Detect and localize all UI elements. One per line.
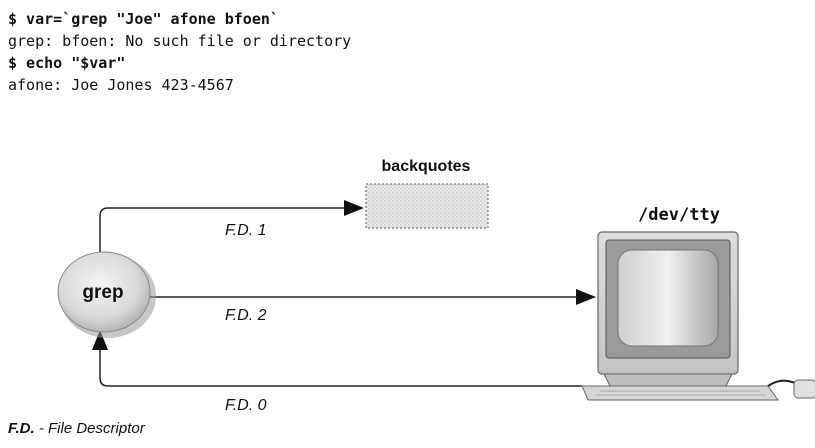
- fd1-label: F.D. 1: [225, 222, 267, 239]
- terminal-transcript: $ var=`grep "Joe" afone bfoen` grep: bfo…: [8, 8, 608, 96]
- grep-label: grep: [82, 282, 123, 303]
- legend-abbreviation: F.D.: [8, 420, 35, 437]
- terminal-line-command-2: $ echo "$var": [8, 54, 126, 72]
- fd0-arrow: [92, 330, 582, 387]
- backquotes-label: backquotes: [382, 158, 471, 175]
- fd2-arrow: [148, 289, 596, 305]
- legend-meaning: File Descriptor: [48, 420, 145, 437]
- terminal-line-error: grep: bfoen: No such file or directory: [8, 32, 352, 50]
- terminal-line-output: afone: Joe Jones 423-4567: [8, 76, 234, 94]
- backquotes-box: [365, 183, 489, 229]
- fd1-arrow: [99, 200, 364, 262]
- dev-tty-label: /dev/tty: [638, 205, 720, 225]
- terminal-line-command-1: $ var=`grep "Joe" afone bfoen`: [8, 10, 279, 28]
- fd2-label: F.D. 2: [225, 307, 267, 324]
- grep-process-node: [57, 251, 156, 338]
- legend: F.D. - File Descriptor: [8, 420, 145, 437]
- fd0-label: F.D. 0: [225, 397, 267, 414]
- legend-separator: -: [34, 420, 49, 437]
- computer-terminal-icon: [581, 231, 815, 401]
